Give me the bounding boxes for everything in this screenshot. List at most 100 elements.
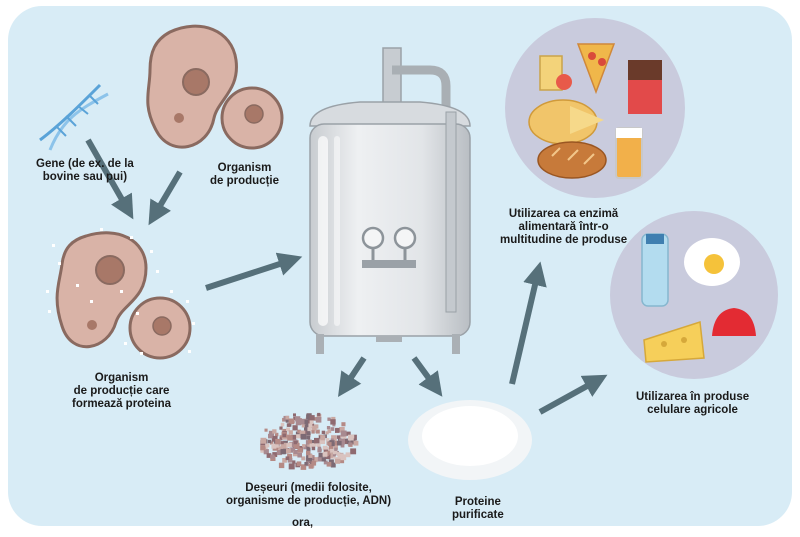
waste-particle bbox=[314, 437, 320, 444]
waste-particle bbox=[303, 431, 309, 436]
waste-particle bbox=[339, 427, 345, 433]
waste-particle bbox=[278, 446, 284, 451]
waste-particle bbox=[306, 435, 311, 440]
arrow-reactor-to-waste bbox=[338, 356, 367, 397]
waste-particle bbox=[324, 446, 329, 450]
waste-particle bbox=[268, 430, 274, 436]
arrow-reactor-to-protein bbox=[411, 356, 443, 397]
waste-particle bbox=[295, 416, 301, 422]
waste-particle bbox=[318, 452, 323, 458]
waste-particle bbox=[331, 416, 336, 422]
waste-particle bbox=[290, 447, 296, 453]
waste-particle bbox=[309, 415, 315, 421]
waste-particle bbox=[274, 432, 279, 437]
waste-particle bbox=[339, 434, 343, 438]
waste-particle bbox=[311, 430, 315, 434]
waste-particle bbox=[311, 425, 317, 431]
waste-particle bbox=[279, 437, 283, 441]
arrow-genes-to-cell bbox=[85, 138, 134, 220]
waste-particle bbox=[291, 434, 297, 440]
waste-particle bbox=[285, 419, 289, 423]
waste-particle bbox=[283, 428, 287, 433]
waste-particle bbox=[302, 444, 306, 448]
cell-forming-protein-icon bbox=[46, 228, 195, 360]
waste-particle bbox=[293, 416, 297, 420]
waste-particle bbox=[336, 435, 341, 439]
waste-particle bbox=[263, 449, 269, 455]
waste-particle bbox=[304, 419, 310, 425]
waste-particle bbox=[317, 456, 323, 462]
waste-particle bbox=[293, 442, 300, 449]
waste-particle bbox=[316, 443, 321, 448]
waste-particle bbox=[270, 454, 275, 459]
waste-particle bbox=[286, 448, 291, 454]
waste-particle bbox=[260, 437, 267, 444]
waste-particle bbox=[348, 442, 352, 446]
cropped-text: ora, bbox=[292, 517, 314, 529]
label-cellular-agriculture-use: Utilizarea în produse celulare agricole bbox=[636, 391, 750, 416]
protein-powder-icon bbox=[408, 400, 532, 480]
waste-particle bbox=[350, 434, 355, 439]
waste-particle bbox=[350, 448, 357, 455]
waste-particle bbox=[266, 453, 272, 458]
waste-particle bbox=[272, 429, 277, 434]
waste-particle bbox=[346, 452, 351, 457]
waste-particle bbox=[326, 426, 331, 430]
waste-particle bbox=[295, 419, 302, 426]
waste-particle bbox=[307, 427, 312, 432]
waste-particle bbox=[280, 442, 287, 449]
waste-particle bbox=[295, 431, 300, 436]
waste-particle bbox=[335, 458, 340, 464]
waste-particle bbox=[322, 451, 328, 457]
waste-particle bbox=[288, 463, 295, 470]
waste-particle bbox=[287, 435, 293, 441]
waste-particle bbox=[275, 438, 281, 445]
waste-particle bbox=[315, 417, 322, 423]
waste-particle bbox=[308, 423, 313, 428]
waste-particle bbox=[276, 450, 282, 456]
waste-particle bbox=[325, 431, 329, 435]
waste-particle bbox=[327, 442, 332, 446]
waste-particle bbox=[308, 453, 313, 458]
arrow-cell-to-reactor bbox=[205, 252, 303, 291]
waste-particle bbox=[328, 440, 335, 447]
waste-particle bbox=[301, 456, 306, 461]
waste-particle bbox=[332, 423, 336, 427]
waste-particle bbox=[335, 427, 340, 433]
waste-particle bbox=[274, 443, 279, 448]
waste-particle bbox=[306, 431, 311, 436]
dna-icon bbox=[39, 83, 109, 151]
waste-pile-icon bbox=[260, 412, 359, 470]
waste-particle bbox=[306, 450, 311, 456]
waste-particle bbox=[330, 448, 334, 453]
label-purified-proteins: Proteine purificate bbox=[452, 496, 504, 521]
waste-particle bbox=[330, 462, 336, 468]
waste-particle bbox=[313, 417, 318, 421]
waste-particle bbox=[319, 438, 326, 445]
waste-particle bbox=[327, 429, 332, 434]
waste-particle bbox=[264, 428, 268, 432]
cell-icon bbox=[146, 24, 284, 150]
waste-particle bbox=[286, 423, 291, 427]
waste-particle bbox=[317, 448, 322, 453]
waste-particle bbox=[350, 439, 356, 445]
waste-particle bbox=[304, 462, 308, 466]
waste-particle bbox=[330, 419, 336, 425]
waste-particle bbox=[311, 460, 317, 466]
waste-particle bbox=[331, 452, 336, 457]
waste-particle bbox=[337, 440, 342, 446]
waste-particle bbox=[327, 417, 331, 421]
waste-particle bbox=[282, 433, 286, 438]
waste-particle bbox=[300, 418, 306, 425]
waste-particle bbox=[346, 431, 351, 436]
waste-particle bbox=[323, 460, 328, 465]
waste-particle bbox=[292, 425, 298, 431]
label-food-enzyme-use: Utilizarea ca enzimă alimentară într-o m… bbox=[500, 208, 628, 246]
arrow-protein-to-agri bbox=[538, 374, 608, 415]
waste-particle bbox=[317, 412, 321, 417]
waste-particle bbox=[330, 427, 335, 431]
waste-particle bbox=[287, 457, 293, 463]
waste-particle bbox=[321, 430, 326, 435]
waste-particle bbox=[286, 427, 290, 432]
waste-particle bbox=[285, 415, 290, 420]
